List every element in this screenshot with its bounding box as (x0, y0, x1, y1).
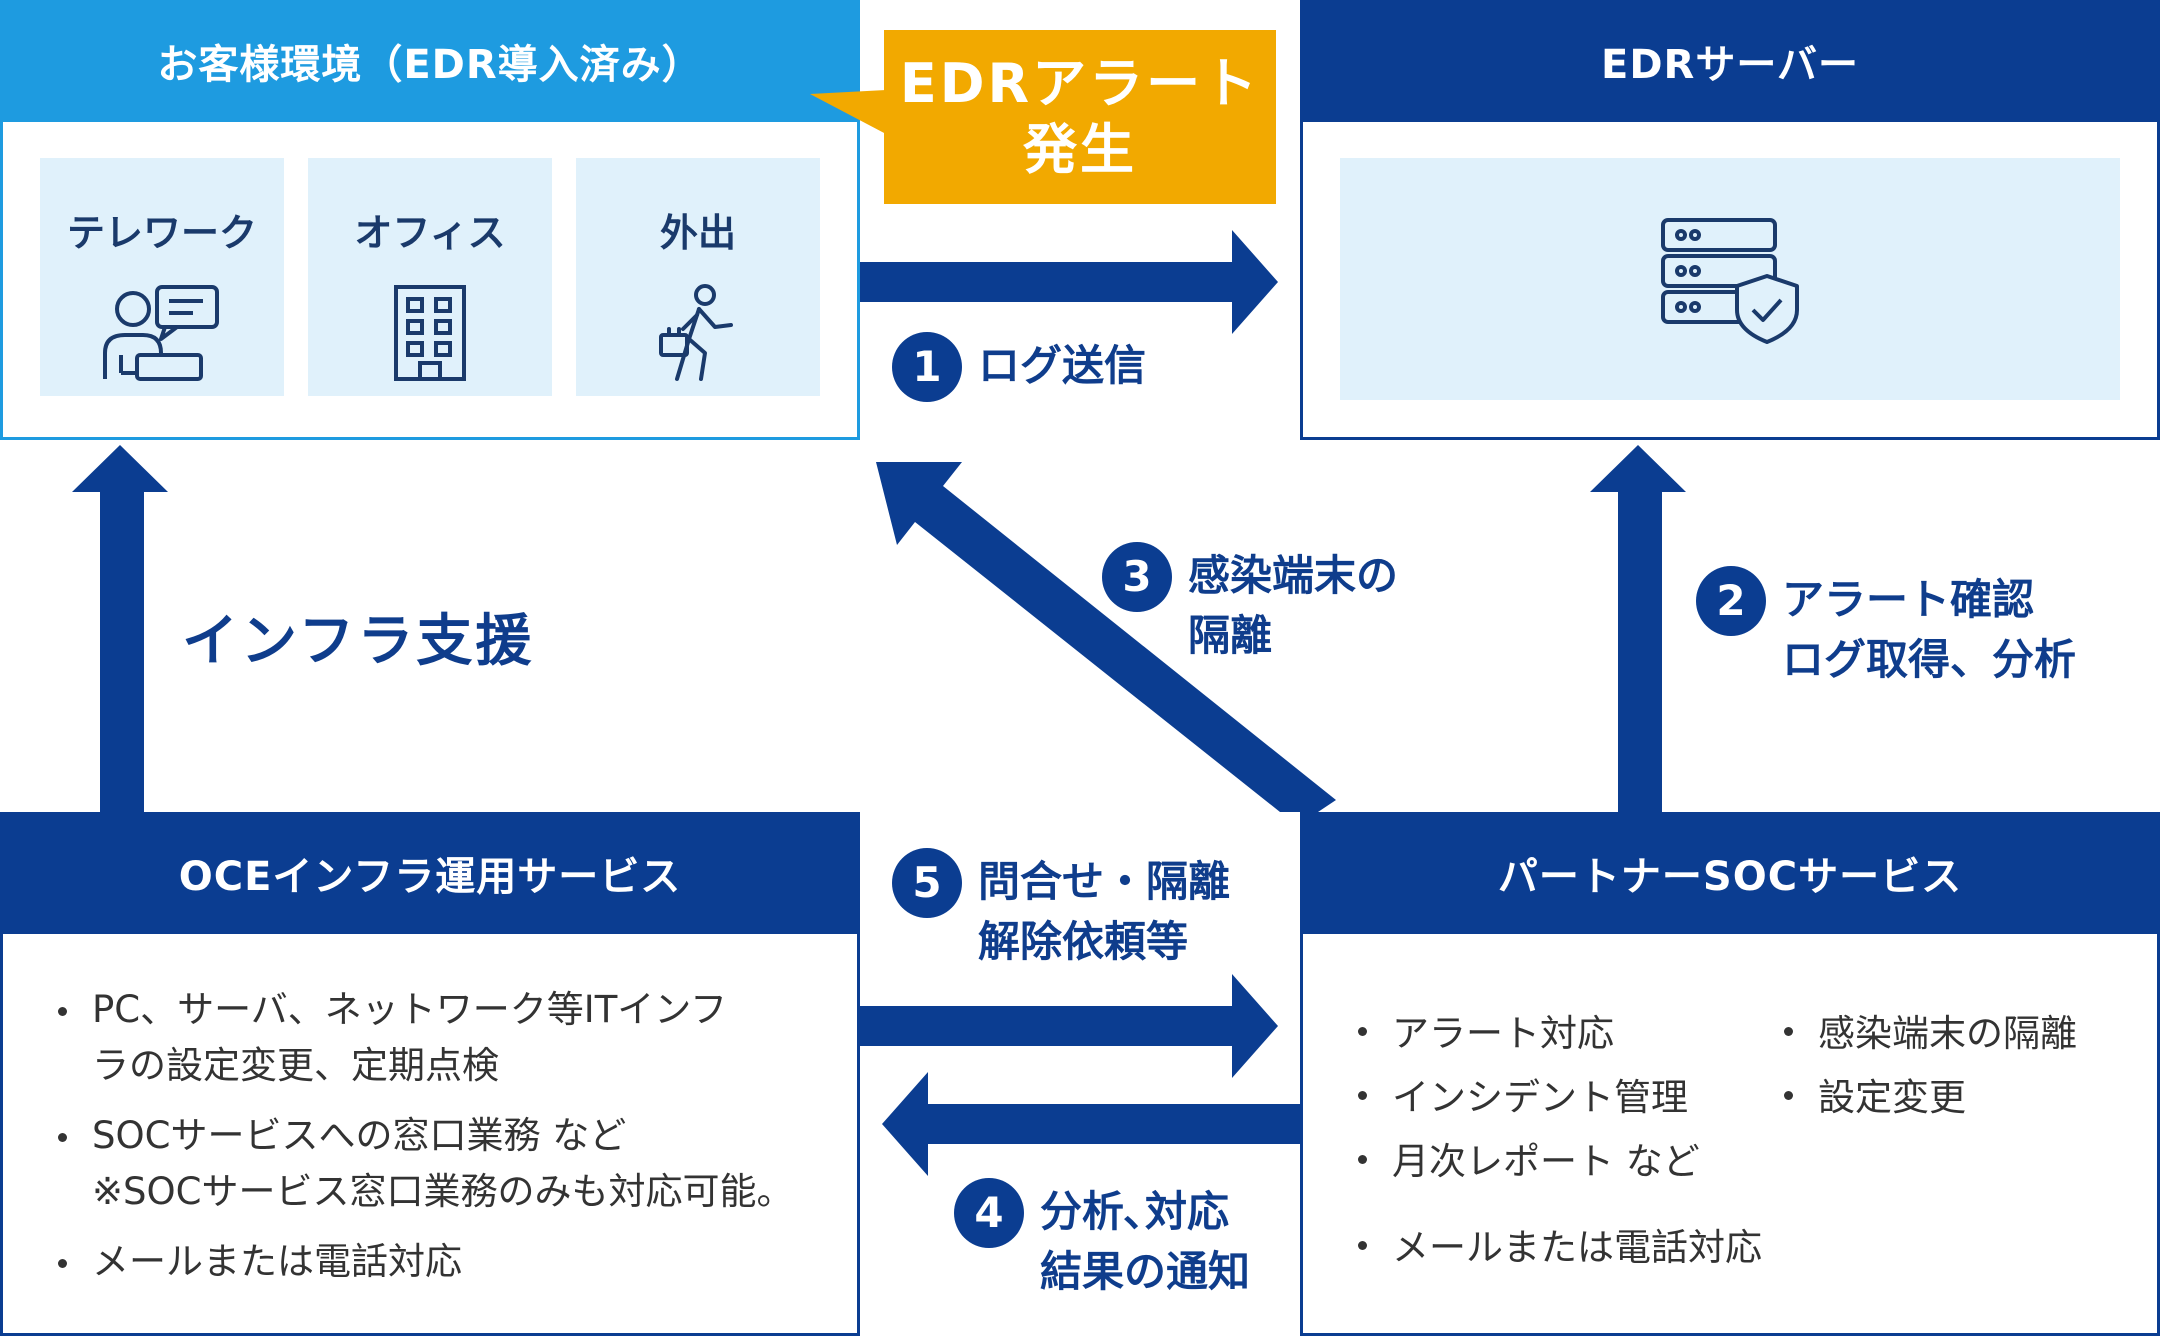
list-item: アラート対応 (1346, 1002, 1766, 1066)
tile-office-label: オフィス (354, 211, 506, 255)
partner-soc-body (1300, 934, 2160, 1336)
step-5-text: 問合せ・隔離 解除依頼等 (978, 857, 1231, 966)
oce-service-body (0, 934, 860, 1336)
tile-office: オフィス (308, 158, 552, 396)
arrow-isolation (876, 462, 1336, 812)
tile-telework-label: テレワーク (66, 211, 257, 255)
step-3-label: 3 感染端末の 隔離 (1102, 542, 1399, 666)
customer-env-header: お客様環境（EDR導入済み） (0, 0, 860, 122)
partner-soc-list-right: 感染端末の隔離 設定変更 (1772, 1002, 2142, 1130)
arrow-alert-confirm (1590, 445, 1686, 812)
list-item: SOCサービスへの窓口業務 など ※SOCサービス窓口業務のみも対応可能。 (46, 1108, 846, 1220)
list-item: PC、サーバ、ネットワーク等ITインフ ラの設定変更、定期点検 (46, 982, 846, 1094)
list-item: 月次レポート など (1346, 1130, 1766, 1194)
step-2-label: 2 アラート確認 ログ取得、分析 (1696, 566, 2077, 690)
edr-server-header: EDRサーバー (1300, 0, 2160, 122)
partner-soc-list-bottom: メールまたは電話対応 (1346, 1216, 2046, 1280)
list-item: メールまたは電話対応 (46, 1234, 846, 1290)
step-5-number: 5 (892, 848, 962, 918)
list-item: メールまたは電話対応 (1346, 1216, 2046, 1280)
walking-person-icon (659, 284, 733, 381)
arrow-inquiry (860, 974, 1278, 1078)
edr-server-title: EDRサーバー (1601, 42, 1859, 88)
oce-service-title: OCEインフラ運用サービス (178, 854, 682, 900)
tile-outside-label: 外出 (659, 211, 736, 255)
step-3-text: 感染端末の 隔離 (1188, 551, 1399, 660)
alert-badge-pointer (810, 90, 886, 134)
tile-telework: テレワーク (40, 158, 284, 396)
edr-alert-badge: EDRアラート 発生 (884, 30, 1276, 204)
step-4-text: 分析､対応 結果の通知 (1040, 1187, 1251, 1296)
partner-soc-header: パートナーSOCサービス (1300, 812, 2160, 934)
step-1-label: 1 ログ送信 (892, 332, 1147, 402)
arrow-log-send (860, 230, 1278, 334)
infra-support-label: インフラ支援 (182, 609, 535, 674)
partner-soc-title: パートナーSOCサービス (1497, 854, 1963, 900)
arrow-infra-support (72, 445, 168, 812)
oce-service-list: PC、サーバ、ネットワーク等ITインフ ラの設定変更、定期点検 SOCサービスへ… (46, 982, 846, 1290)
arrow-result-notify (882, 1072, 1300, 1176)
step-1-number: 1 (892, 332, 962, 402)
oce-service-header: OCEインフラ運用サービス (0, 812, 860, 934)
telework-person-icon (103, 285, 219, 381)
edr-alert-label: EDRアラート 発生 (899, 52, 1261, 181)
list-item: 感染端末の隔離 (1772, 1002, 2142, 1066)
step-3-number: 3 (1102, 542, 1172, 612)
step-4-number: 4 (954, 1178, 1024, 1248)
partner-soc-list-left: アラート対応 インシデント管理 月次レポート など (1346, 1002, 1766, 1194)
server-shield-icon (1661, 218, 1799, 344)
step-2-text: アラート確認 ログ取得、分析 (1782, 575, 2077, 684)
step-2-number: 2 (1696, 566, 1766, 636)
step-1-text: ログ送信 (978, 341, 1147, 390)
office-building-icon (394, 285, 466, 381)
step-4-label: 4 分析､対応 結果の通知 (954, 1178, 1251, 1302)
edr-server-tile (1340, 158, 2120, 400)
tile-outside: 外出 (576, 158, 820, 396)
customer-env-title: お客様環境（EDR導入済み） (157, 42, 703, 88)
list-item: 設定変更 (1772, 1066, 2142, 1130)
list-item: インシデント管理 (1346, 1066, 1766, 1130)
step-5-label: 5 問合せ・隔離 解除依頼等 (892, 848, 1231, 972)
